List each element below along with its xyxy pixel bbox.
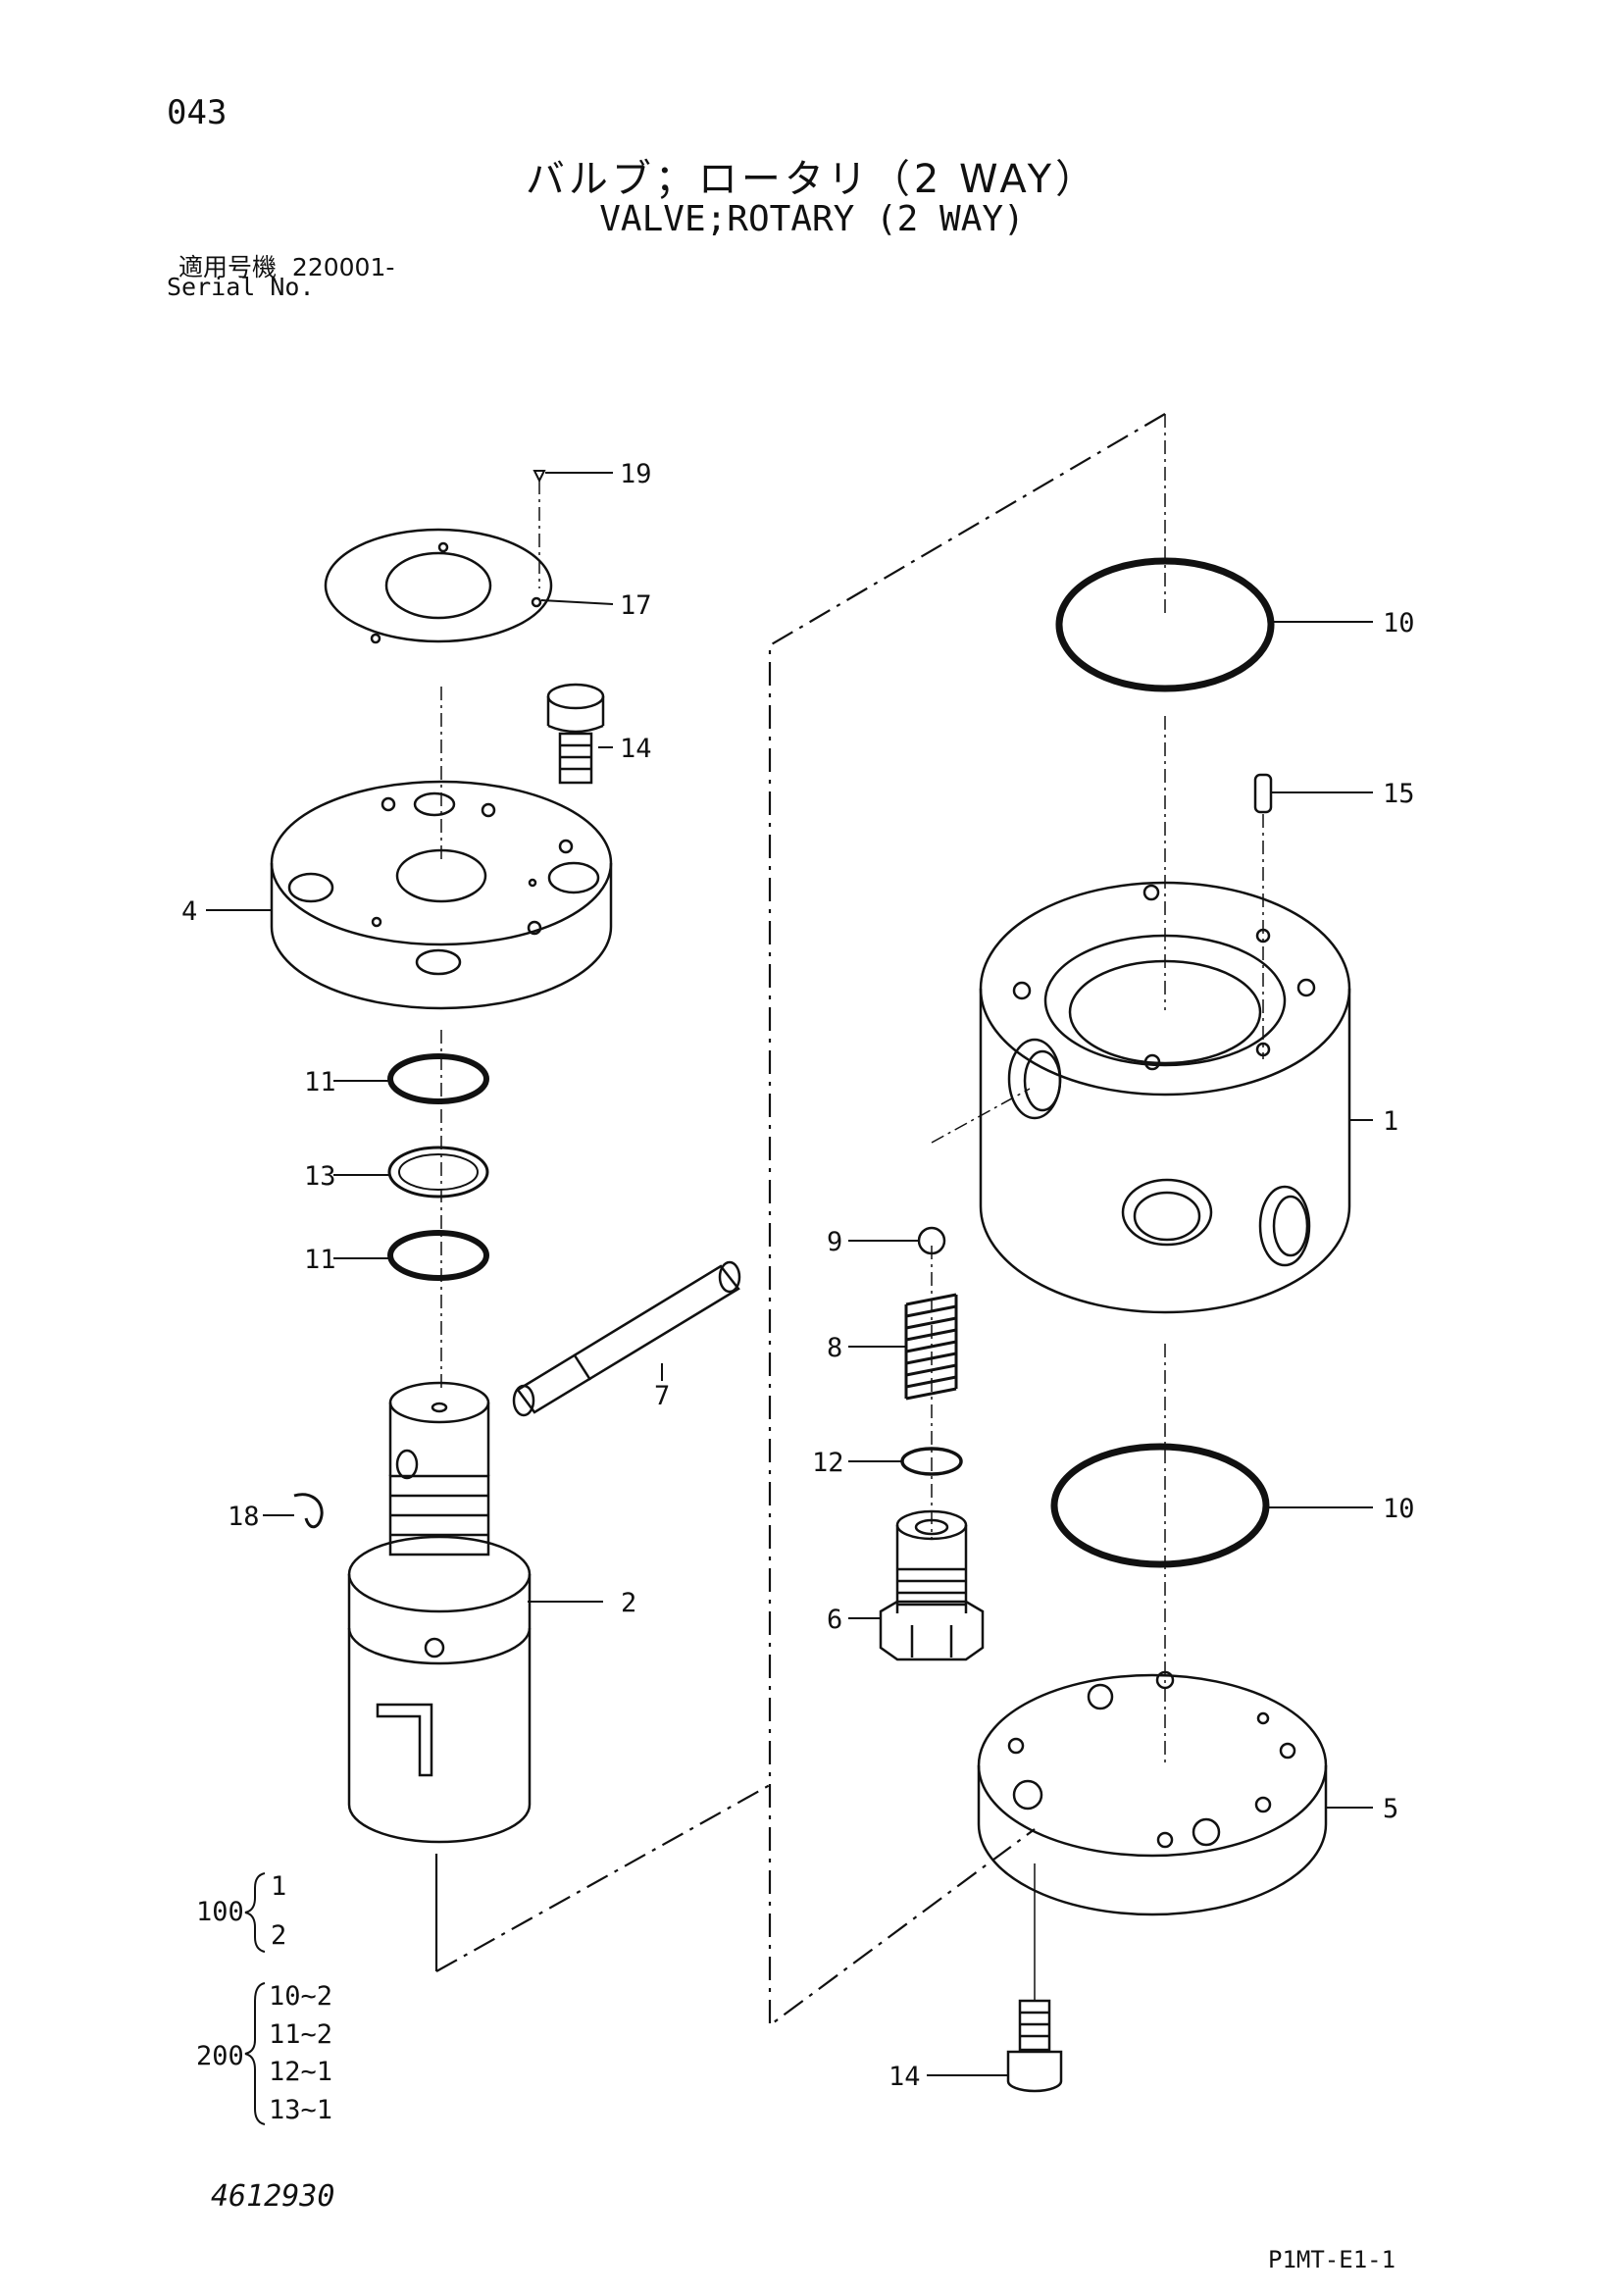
assembly-frame-line <box>768 413 1166 2028</box>
callout-10-top: 10 <box>1383 608 1415 638</box>
part-17-plate <box>324 528 553 644</box>
callout-5: 5 <box>1383 1794 1398 1824</box>
group-200-item-2: 11~2 <box>269 2019 332 2050</box>
part-5-cover <box>977 1670 1328 1916</box>
callout-labels: 19 17 14 4 11 13 11 7 18 2 10 15 1 9 8 1… <box>181 459 1415 2125</box>
serial-label-japanese: 適用号機 220001- <box>178 248 394 283</box>
callout-7: 7 <box>654 1381 670 1411</box>
callout-4: 4 <box>181 896 197 927</box>
part-15-pin <box>1253 773 1273 814</box>
group-100-label: 100 <box>196 1897 244 1927</box>
title-japanese: バルブ；ロータリ（2 WAY） <box>525 157 1099 202</box>
leader-lines <box>206 472 1373 2076</box>
callout-15: 15 <box>1383 779 1415 809</box>
part-10-oring-bottom <box>1050 1443 1270 1568</box>
callout-10-bottom: 10 <box>1383 1494 1415 1524</box>
serial-label-jp-text: 適用号機 <box>178 253 278 281</box>
part-1-body <box>979 881 1351 1314</box>
part-14-bolt-bottom <box>1006 1999 1063 2093</box>
part-11-oring-upper <box>387 1053 489 1104</box>
callout-17: 17 <box>620 590 652 621</box>
part-7-tube <box>512 1260 741 1417</box>
callout-11-lower: 11 <box>304 1245 336 1275</box>
callout-18: 18 <box>228 1502 260 1532</box>
serial-value: 220001- <box>291 253 395 281</box>
part-6-plug <box>879 1509 985 1661</box>
callout-13: 13 <box>304 1161 336 1192</box>
page-number: 043 <box>167 93 228 132</box>
part-8-spring <box>904 1293 958 1401</box>
part-2-spool <box>347 1381 532 1844</box>
group-100-item-2: 2 <box>271 1920 286 1951</box>
group-200-item-1: 10~2 <box>269 1981 332 2012</box>
part-19-pin <box>533 470 546 484</box>
callout-14-bottom: 14 <box>888 2062 921 2092</box>
serial-label-english: Serial No. <box>167 273 315 301</box>
sheet-id: P1MT-E1-1 <box>1268 2246 1396 2273</box>
callout-14-top: 14 <box>620 734 652 764</box>
part-4-cover <box>270 780 613 1010</box>
callout-9: 9 <box>827 1227 842 1257</box>
part-18-snap-ring <box>293 1493 324 1529</box>
assembly-frame-bottom <box>435 1784 771 1972</box>
group-200-item-4: 13~1 <box>269 2095 332 2125</box>
title-english: VALVE;ROTARY (2 WAY) <box>599 199 1025 239</box>
callout-8: 8 <box>827 1333 842 1363</box>
callout-2: 2 <box>621 1588 636 1618</box>
callout-19: 19 <box>620 459 652 489</box>
callout-12: 12 <box>812 1448 844 1478</box>
part-13-backup-ring <box>387 1146 489 1199</box>
part-10-oring-top <box>1055 557 1275 692</box>
callout-6: 6 <box>827 1605 842 1635</box>
brace-100 <box>244 1872 266 1953</box>
group-200-label: 200 <box>196 2041 244 2071</box>
part-14-bolt-top <box>546 683 605 785</box>
callout-11-upper: 11 <box>304 1067 336 1097</box>
part-11-oring-lower <box>387 1230 489 1281</box>
brace-200 <box>244 1982 266 2125</box>
group-100-item-1: 1 <box>271 1871 286 1902</box>
document-number: 4612930 <box>211 2179 335 2214</box>
group-200-item-3: 12~1 <box>269 2057 332 2087</box>
callout-1: 1 <box>1383 1106 1398 1137</box>
